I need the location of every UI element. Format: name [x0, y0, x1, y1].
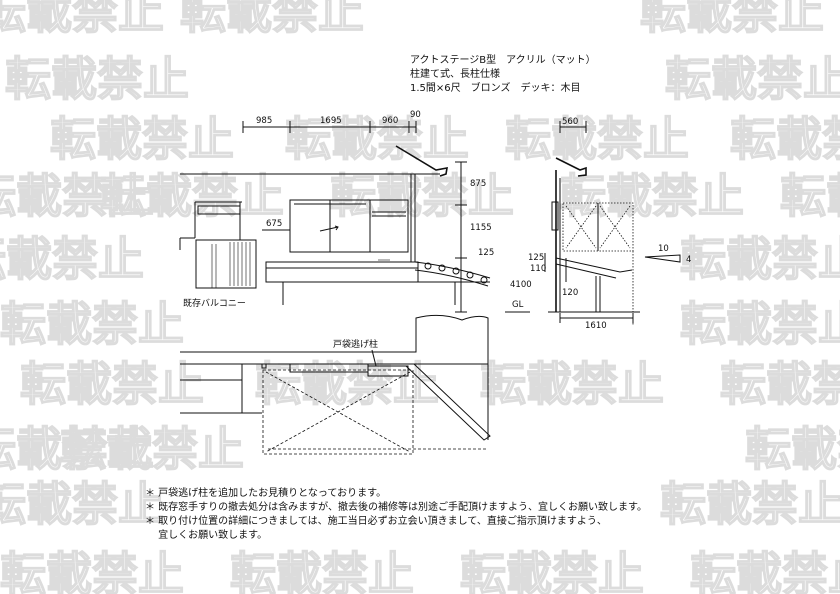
note-item: ＊ 既存窓手すりの撤去処分は含みますが、撤去後の補修等は別途ご手配頂けますよう、…: [145, 502, 647, 513]
watermark-text: 転載禁止: [730, 112, 840, 166]
top-dimension-chain: 985 1695 960 90: [242, 110, 421, 133]
ground-level-label: GL: [512, 300, 524, 310]
side-section: 560 125 110 120: [528, 117, 691, 331]
watermark-text: 転載禁止: [460, 547, 644, 594]
slope-run-10: 10: [658, 244, 669, 254]
watermark-text: 転載禁止: [0, 0, 164, 39]
watermark-text: 転載禁止: [745, 422, 840, 476]
watermark-text: 転載禁止: [0, 547, 184, 594]
dim-4100: 4100: [510, 280, 532, 290]
watermark-text: 転載禁止: [680, 232, 840, 286]
watermark-text: 転載禁止: [640, 0, 824, 39]
existing-balcony-label: 既存バルコニー: [183, 297, 246, 309]
watermark-text: 転載禁止: [20, 357, 204, 411]
dim-875: 875: [470, 179, 486, 189]
dim-110: 110: [530, 264, 546, 274]
watermark-text: 転載禁止: [780, 169, 840, 223]
watermark-text: 転載禁止: [230, 547, 414, 594]
watermark-text: 転載禁止: [660, 477, 840, 531]
watermark-text: 転載禁止: [0, 232, 144, 286]
watermark-text: 転載禁止: [255, 357, 439, 411]
dim-125: 125: [478, 248, 494, 258]
watermark-text: 転載禁止: [285, 112, 469, 166]
dim-675: 675: [266, 219, 282, 229]
watermark-text: 転載禁止: [680, 297, 840, 351]
watermark-text: 転載禁止: [0, 297, 184, 351]
dim-985: 985: [256, 116, 272, 126]
dim-960: 960: [382, 116, 398, 126]
slope-triangle-icon: [644, 254, 681, 263]
watermark-text: 転載禁止: [665, 52, 840, 106]
dim-90: 90: [410, 110, 421, 120]
watermark-text: 転載禁止: [480, 357, 664, 411]
watermark-text: 転載禁止: [50, 112, 234, 166]
spec-install-line: 柱建て式、長柱仕様: [410, 69, 500, 80]
note-item: ＊ 取り付け位置の詳細につきましては、施工当日必ずお立会い頂きまして、直接ご指示…: [145, 516, 607, 527]
dim-1155: 1155: [470, 223, 492, 233]
spec-size-color-line: 1.5間×6尺 ブロンズ デッキ：木目: [410, 83, 581, 94]
slope-rise-4: 4: [686, 255, 691, 265]
watermark-text: 転載禁止: [60, 422, 244, 476]
dim-560: 560: [562, 117, 578, 127]
door-pocket-post-label: 戸袋逃げ柱: [333, 338, 378, 350]
dim-125-side: 125: [528, 253, 544, 263]
side-gutter: [555, 157, 587, 177]
dim-1610: 1610: [585, 321, 607, 331]
watermark-text: 転載禁止: [0, 169, 154, 223]
watermark-text: 転載禁止: [330, 169, 514, 223]
watermark-text: 転載禁止: [100, 169, 284, 223]
watermark-text: 転載禁止: [505, 112, 689, 166]
window-slide-arrow-icon: [319, 225, 339, 232]
front-elevation: 675 既存バルコニー: [179, 145, 491, 309]
spec-product-line: アクトステージB型 アクリル（マット）: [410, 55, 596, 66]
notes-block: ＊ 戸袋逃げ柱を追加したお見積りとなっております。 ＊ 既存窓手すりの撤去処分は…: [145, 487, 647, 543]
watermark-text: 転載禁止: [720, 357, 840, 411]
watermark-text: 転載禁止: [690, 547, 840, 594]
dim-120: 120: [562, 288, 578, 298]
plan-view: 戸袋逃げ柱: [180, 314, 491, 455]
note-item: ＊ 戸袋逃げ柱を追加したお見積りとなっております。: [145, 488, 387, 499]
note-item: 宜しくお願い致します。: [145, 530, 268, 541]
roof-gutter: [395, 145, 448, 177]
watermark-text: 転載禁止: [0, 477, 164, 531]
watermark-text: 転載禁止: [0, 422, 154, 476]
watermark-text: 転載禁止: [180, 0, 364, 39]
dim-1695: 1695: [320, 116, 342, 126]
watermark-text: 転載禁止: [5, 52, 189, 106]
vertical-dimension-chain: 875 1155 125 4100 GL: [455, 161, 532, 313]
